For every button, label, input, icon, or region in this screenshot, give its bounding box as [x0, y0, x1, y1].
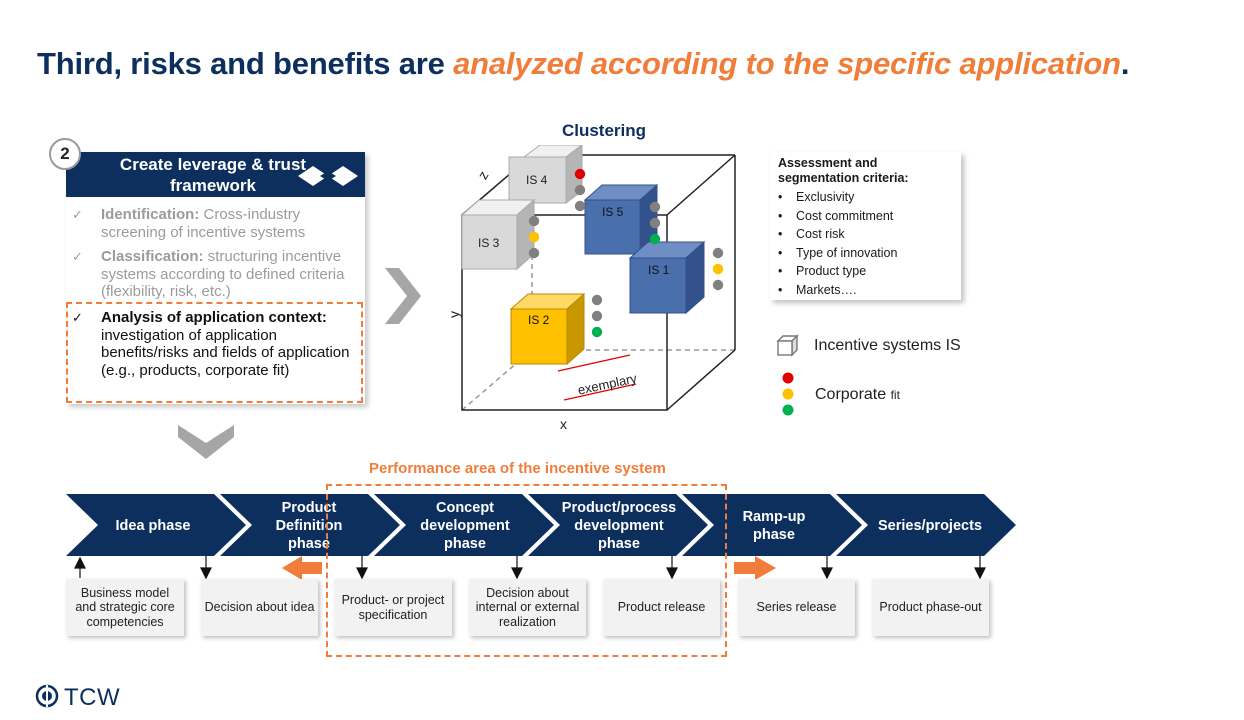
criterion-text: investigation of application benefits/ri… — [101, 326, 350, 379]
phase-chevron — [66, 494, 246, 556]
y-axis-label: y — [446, 311, 462, 318]
fit-dot — [712, 263, 724, 275]
milestone-specification: Product- or project specification — [334, 579, 452, 636]
list-item: •Cost commitment — [778, 208, 894, 223]
criterion-classification: ✓ Classification: structuring incentive … — [72, 248, 362, 302]
is-label: IS 3 — [478, 236, 500, 250]
orange-arrow-left — [282, 556, 322, 580]
phase-product-definition: Product Definition phase — [275, 500, 343, 552]
phase-chevron — [528, 494, 708, 556]
x-axis-label: x — [560, 416, 567, 432]
clustering-title: Clustering — [561, 121, 647, 140]
phase-product-process-development: Product/process development phase — [561, 500, 677, 552]
check-icon: ✓ — [72, 249, 83, 264]
list-item: •Product type — [778, 264, 867, 278]
fit-dot — [712, 247, 724, 259]
criterion-text: Cross-industry screening of incentive sy… — [101, 206, 306, 241]
list-item: •Type of innovation — [778, 245, 898, 260]
title-highlight: analyzed according to the specific appli… — [453, 46, 1121, 81]
step-number-badge: 2 — [49, 138, 81, 170]
fit-dot — [574, 184, 586, 196]
legend-incentive-label: Incentive systems IS — [814, 337, 961, 354]
list-item: •Cost risk — [778, 227, 845, 241]
fit-dot — [591, 310, 603, 322]
milestone-product-phase-out: Product phase-out — [872, 579, 989, 636]
fit-dot — [591, 294, 603, 306]
fit-dot — [574, 200, 586, 212]
fit-dot — [528, 247, 540, 259]
is-label: IS 2 — [528, 313, 550, 327]
list-item: •Markets…. — [778, 282, 857, 297]
is5-block: IS 5 — [583, 183, 659, 256]
traffic-light-icon — [782, 372, 794, 416]
milestone-decision-idea: Decision about idea — [201, 579, 318, 636]
milestone-series-release: Series release — [738, 579, 855, 636]
milestone-product-release: Product release — [603, 579, 720, 636]
phase-chevron — [836, 494, 1016, 556]
cube-icon — [776, 334, 799, 357]
clustering-cube: IS 4 IS 5 IS 3 IS 1 IS 2 exemplary z y x — [446, 145, 736, 432]
is-label: IS 4 — [526, 173, 548, 187]
is-label: IS 1 — [648, 263, 670, 277]
legend-fit-label: Corporate fit — [815, 386, 900, 403]
framework-header: Create leverage & trust framework — [66, 152, 365, 197]
fit-dot — [591, 326, 603, 338]
fit-dot — [528, 231, 540, 243]
performance-area-box — [326, 484, 727, 657]
assessment-box: Assessment and segmentation criteria: •E… — [770, 152, 961, 300]
criterion-title: Identification: — [101, 206, 200, 223]
phase-idea: Idea phase — [115, 518, 191, 534]
check-icon: ✓ — [72, 207, 83, 222]
milestone-business-model: Business model and strategic core compet… — [66, 579, 184, 636]
fit-dot — [528, 215, 540, 227]
criterion-analysis: ✓ Analysis of application context: inves… — [72, 309, 362, 399]
phase-chevron — [374, 494, 554, 556]
is-label: IS 5 — [602, 205, 624, 219]
fit-dot — [649, 217, 661, 229]
is1-block: IS 1 — [628, 240, 706, 315]
is2-block: IS 2 — [509, 292, 586, 366]
performance-area-title: Performance area of the incentive system — [369, 460, 666, 477]
milestone-decision-realization: Decision about internal or external real… — [469, 579, 586, 636]
diamonds-icon — [298, 166, 358, 186]
framework-header-text: Create leverage & trust framework — [119, 155, 307, 195]
fit-dot — [712, 279, 724, 291]
highlight-dashed-box — [66, 302, 363, 403]
corporate-fit-dots — [528, 168, 724, 338]
fit-dot — [649, 201, 661, 213]
title-main: Third, risks and benefits are — [37, 46, 454, 81]
orange-arrow-right — [734, 556, 776, 580]
tcw-logo-text: TCW — [64, 684, 121, 711]
criterion-title: Analysis of application context: — [101, 309, 327, 326]
phase-chevrons — [66, 494, 1016, 556]
assessment-header: Assessment and segmentation criteria: — [778, 156, 909, 185]
criterion-title: Classification: — [101, 248, 204, 265]
check-icon: ✓ — [72, 310, 83, 325]
chevron-down-icon — [178, 425, 234, 459]
phase-ramp-up: Ramp-up phase — [742, 509, 806, 543]
fit-dot — [574, 168, 586, 180]
chevron-right-icon — [385, 268, 421, 324]
list-item: •Exclusivity — [778, 190, 855, 204]
phase-concept-development: Concept development phase — [420, 500, 510, 552]
title-end: . — [1120, 46, 1130, 81]
assessment-list: •Exclusivity •Cost commitment •Cost risk… — [778, 188, 897, 299]
tcw-logo-icon — [35, 684, 59, 708]
criterion-text: structuring incentive systems according … — [101, 248, 345, 300]
phase-chevron — [682, 494, 862, 556]
criterion-identification: ✓ Identification: Cross-industry screeni… — [72, 206, 362, 242]
fit-dot — [649, 233, 661, 245]
phase-chevron — [220, 494, 400, 556]
phase-series-projects: Series/projects — [878, 518, 982, 534]
slide-title: Third, risks and benefits are analyzed a… — [37, 46, 1130, 82]
